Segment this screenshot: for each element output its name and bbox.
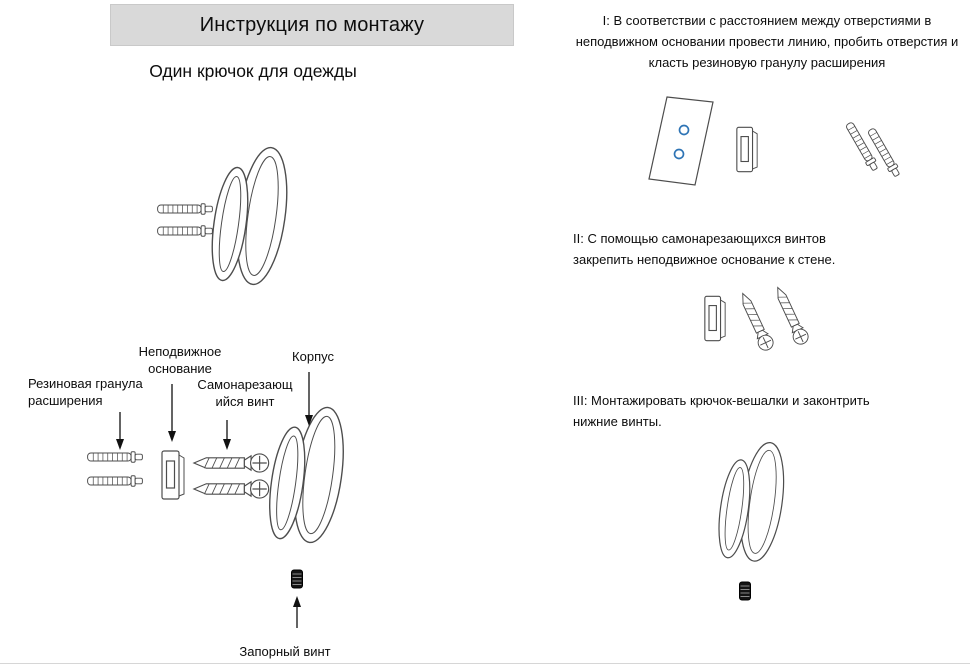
label-fixed-base: Неподвижное основание [138, 344, 222, 376]
fixed-base-icon [160, 448, 186, 502]
step-1-text: I: В соответствии с расстоянием между от… [575, 13, 959, 71]
label-body: Корпус [292, 349, 334, 364]
label-self-tapping-screw: Самонарезающийся винт [197, 377, 293, 409]
wall-plate-icon [648, 96, 714, 186]
arrow-down-icon [305, 372, 313, 426]
arrow-up-icon [293, 596, 301, 628]
set-screw-icon [290, 568, 304, 590]
label-rubber-granule: Резиновая гранула расширения [28, 376, 143, 408]
coat-hook-drawing [202, 140, 294, 290]
coat-hook-drawing [710, 436, 790, 566]
arrow-down-icon [168, 384, 176, 442]
expansion-anchor-icon [86, 448, 144, 466]
expansion-anchor-icon [86, 472, 144, 490]
page-title: Инструкция по монтажу [199, 13, 425, 36]
arrow-down-icon [223, 420, 231, 450]
set-screw-icon [738, 580, 752, 602]
step-3-text: III: Монтажировать крючок-вешалки и зако… [573, 393, 870, 430]
label-locking-screw: Запорный винт [239, 644, 331, 659]
fixed-base-icon [703, 291, 727, 346]
step-2-text: II: С помощью самонарезающихся винтов за… [573, 231, 836, 268]
title-bar: Инструкция по монтажу [110, 4, 514, 46]
arrow-down-icon [116, 412, 124, 450]
fixed-base-icon [735, 121, 759, 178]
page-subtitle: Один крючок для одежды [149, 61, 357, 81]
